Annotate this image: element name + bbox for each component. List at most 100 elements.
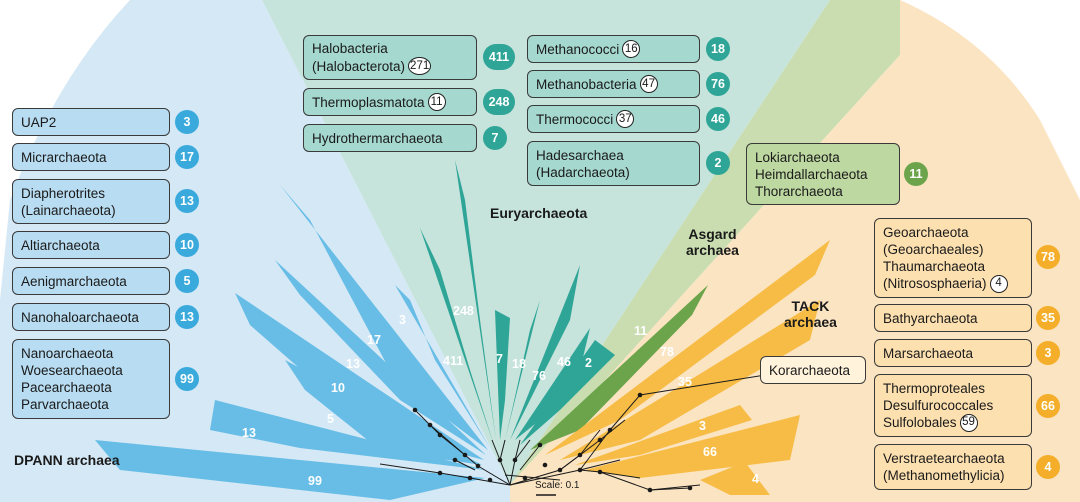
count-badge: 17: [175, 145, 199, 169]
box-line: Diapherotrites: [21, 185, 106, 201]
box-line: (Nitrososphaeria): [883, 276, 987, 291]
box-line: Hadesarchaea: [536, 147, 624, 163]
box-altiarchaeota: Altiarchaeota: [12, 231, 170, 259]
wedge-label: 17: [367, 333, 381, 347]
box-line: Altiarchaeota: [21, 237, 100, 253]
wedge-label: 5: [327, 412, 334, 426]
box-halobacteria: Halobacteria (Halobacterota)271: [303, 35, 477, 80]
box-line: UAP2: [21, 114, 57, 130]
scale-bar-label: Scale: 0.1: [535, 480, 580, 491]
count-badge: 248: [483, 89, 515, 115]
label-asgard: Asgard archaea: [686, 226, 739, 258]
count-badge: 5: [175, 269, 199, 293]
wedge-label: 13: [242, 426, 256, 440]
box-line: Marsarchaeota: [883, 345, 974, 361]
box-uap2: UAP2: [12, 108, 170, 136]
box-line: Desulfurococcales: [883, 397, 994, 413]
box-hadesarchaea: Hadesarchaea (Hadarchaeota): [527, 141, 700, 186]
wedge-label: 18: [512, 357, 526, 371]
box-diapherotrites: Diapherotrites (Lainarchaeota): [12, 179, 170, 224]
box-line: Halobacteria: [312, 41, 388, 56]
box-marsarchaeota: Marsarchaeota: [874, 339, 1032, 367]
wedge-label: 2: [585, 356, 592, 370]
count-badge: 411: [483, 44, 515, 70]
wedge-label: 76: [532, 369, 546, 383]
box-line: Parvarchaeota: [21, 397, 109, 412]
box-line: (Geoarchaeales): [883, 241, 984, 257]
wedge-label: 411: [443, 354, 464, 368]
box-line: (Methanomethylicia): [883, 468, 1005, 483]
label-line: TACK: [791, 298, 830, 314]
box-nanoarchaeota-group: Nanoarchaeota Woesearchaeota Pacearchaeo…: [12, 339, 170, 419]
count-badge: 13: [175, 305, 199, 329]
count-badge: 13: [175, 189, 199, 213]
subgroup-count-badge: 59: [959, 413, 978, 432]
wedge-label: 10: [331, 381, 345, 395]
count-badge: 76: [706, 72, 730, 96]
box-line: Pacearchaeota: [21, 380, 112, 395]
wedge-eury-7: [495, 310, 510, 440]
wedge-tack-3: [575, 405, 752, 465]
subgroup-count-badge: 4: [989, 274, 1008, 293]
wedge-eury-18: [505, 300, 540, 440]
wedge-label: 99: [308, 474, 322, 488]
wedge-tack-78: [545, 240, 830, 455]
box-line: Hydrothermarchaeota: [312, 130, 443, 146]
box-aenigmarchaeota: Aenigmarchaeota: [12, 267, 170, 295]
box-line: (Lainarchaeota): [21, 202, 116, 218]
box-line: Methanococci: [536, 41, 620, 57]
wedge-label: 46: [557, 355, 571, 369]
wedge-label: 35: [678, 375, 692, 389]
count-badge: 3: [1036, 341, 1060, 365]
wedge-eury-46: [515, 328, 590, 440]
box-line: Korarchaeota: [769, 362, 851, 378]
count-badge: 2: [706, 151, 730, 175]
count-badge: 18: [706, 37, 730, 61]
wedge-label: 3: [699, 419, 706, 433]
label-tack: TACK archaea: [784, 298, 837, 330]
box-bathyarchaeota: Bathyarchaeota: [874, 304, 1032, 332]
wedge-dpann-3: [395, 285, 490, 448]
asgard-region: [510, 0, 900, 485]
count-badge: 99: [175, 367, 199, 391]
subgroup-count-badge: 271: [408, 57, 432, 75]
wedge-asgard-11: [530, 285, 708, 450]
label-line: archaea: [686, 242, 739, 258]
box-line: Verstraetearchaeota: [883, 451, 1005, 466]
box-line: Thorarchaeota: [755, 183, 843, 199]
count-badge: 4: [1036, 455, 1060, 479]
box-thermoproteales-group: Thermoproteales Desulfurococcales Sulfol…: [874, 374, 1032, 437]
count-badge: 66: [1036, 394, 1060, 418]
box-line: Woesearchaeota: [21, 363, 123, 378]
tree-nodes: [412, 392, 693, 493]
wedge-label: 248: [453, 304, 474, 318]
wedge-label: 11: [634, 324, 648, 338]
subgroup-count-badge: 37: [616, 110, 635, 128]
box-line: Bathyarchaeota: [883, 310, 978, 326]
box-line: Methanobacteria: [536, 76, 637, 92]
box-micrarchaeota: Micrarchaeota: [12, 143, 170, 171]
count-badge: 11: [904, 162, 928, 186]
count-badge: 46: [706, 107, 730, 131]
count-badge: 3: [175, 110, 199, 134]
subgroup-count-badge: 11: [427, 93, 446, 111]
box-line: Nanoarchaeota: [21, 346, 114, 361]
wedge-dpann-99: [95, 440, 485, 500]
subgroup-count-badge: 47: [639, 75, 658, 93]
box-line: (Hadarchaeota): [536, 164, 630, 180]
box-verstraetearchaeota: Verstraetearchaeota (Methanomethylicia): [874, 444, 1032, 490]
count-badge: 10: [175, 233, 199, 257]
box-line: Thaumarchaeota: [883, 258, 986, 274]
wedge-label: 7: [496, 352, 503, 366]
box-line: Micrarchaeota: [21, 149, 107, 165]
count-badge: 35: [1036, 306, 1060, 330]
box-hydrothermarchaeota: Hydrothermarchaeota: [303, 124, 477, 152]
box-line: Heimdallarchaeota: [755, 166, 868, 182]
box-asgard: Lokiarchaeota Heimdallarchaeota Thorarch…: [746, 143, 900, 205]
box-line: Thermoproteales: [883, 380, 986, 396]
box-line: Aenigmarchaeota: [21, 273, 127, 289]
